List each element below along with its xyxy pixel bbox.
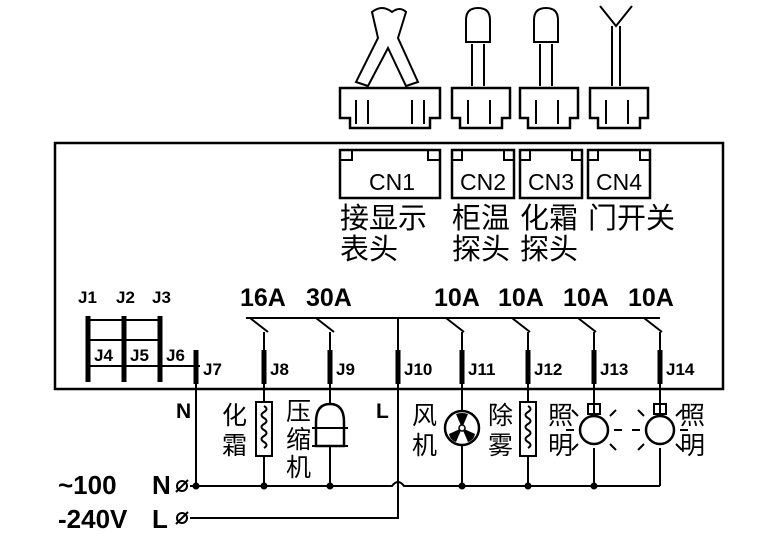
terminal-bars [261, 332, 663, 384]
j1-label: J1 [78, 288, 97, 307]
rating-j14: 10A [628, 284, 674, 312]
j2-label: J2 [116, 288, 135, 307]
supply-terminal-icon [175, 479, 189, 525]
l-terminal-label: L [376, 400, 389, 423]
cn3-label: CN3 [528, 169, 574, 195]
socket-cn4 [586, 148, 652, 200]
lamp-icon [632, 403, 688, 451]
defrost-heater-icon [255, 401, 273, 457]
j14-label: J14 [666, 360, 695, 379]
lamp-icon [566, 403, 622, 451]
light2-label-1: 照 [680, 401, 705, 430]
compressor-label-3: 机 [286, 453, 311, 482]
rating-j9: 30A [306, 284, 352, 312]
rating-j12: 10A [498, 284, 544, 312]
cn3-desc-line1: 化霜 [520, 201, 578, 235]
cn4-label: CN4 [596, 169, 642, 195]
cn2-label: CN2 [460, 169, 506, 195]
supply-n-label: N [152, 470, 171, 500]
j10-label: J10 [404, 360, 432, 379]
cn3-desc-line2: 探头 [520, 232, 578, 266]
socket-cn2 [450, 148, 516, 200]
cn4-desc: 门开关 [588, 201, 675, 235]
defrost-label-2: 霜 [222, 431, 247, 460]
j13-label: J13 [600, 360, 628, 379]
j12-label: J12 [534, 360, 562, 379]
plug-defrost-probe [518, 6, 580, 130]
j6-label: J6 [166, 346, 185, 365]
j7-label: J7 [203, 360, 222, 379]
j9-label: J9 [336, 360, 355, 379]
supply-voltage-line2: -240V [58, 504, 128, 534]
light1-label-1: 照 [548, 401, 573, 430]
n-terminal-label: N [176, 400, 191, 423]
cn2-desc-line1: 柜温 [452, 201, 510, 235]
demist-heater-icon [519, 401, 537, 457]
fan-icon [443, 409, 481, 447]
light2-label-2: 明 [680, 431, 705, 460]
j11-label: J11 [468, 360, 495, 379]
rating-j11: 10A [434, 284, 480, 312]
compressor-label-1: 压 [286, 397, 311, 426]
supply-l-label: L [152, 504, 168, 534]
j5-label: J5 [130, 346, 149, 365]
j4-label: J4 [94, 346, 113, 365]
j3-label: J3 [152, 288, 171, 307]
compressor-icon [312, 402, 348, 448]
socket-cn1 [338, 148, 442, 200]
cn1-label: CN1 [369, 169, 415, 195]
defrost-label-1: 化 [222, 401, 247, 430]
plug-cabinet-probe [450, 6, 512, 130]
controller-board [53, 141, 725, 391]
plug-door-switch [588, 5, 650, 130]
cn1-desc-line1: 接显示 [340, 201, 427, 235]
fan-label-2: 机 [412, 431, 437, 460]
rating-j8: 16A [240, 284, 286, 312]
cn1-desc-line2: 表头 [340, 232, 398, 266]
demist-label-1: 除 [488, 401, 513, 430]
plug-display-cable [338, 7, 442, 130]
load-wiring [190, 384, 661, 519]
rating-j13: 10A [563, 284, 609, 312]
cn2-desc-line2: 探头 [452, 232, 510, 266]
supply-voltage-line1: ~100 [58, 470, 117, 500]
light1-label-2: 明 [548, 431, 573, 460]
fan-label-1: 风 [412, 401, 437, 430]
compressor-label-2: 缩 [286, 425, 311, 454]
j8-label: J8 [270, 360, 289, 379]
demist-label-2: 雾 [488, 431, 513, 460]
socket-cn3 [518, 148, 584, 200]
jumper-grid [85, 316, 200, 384]
